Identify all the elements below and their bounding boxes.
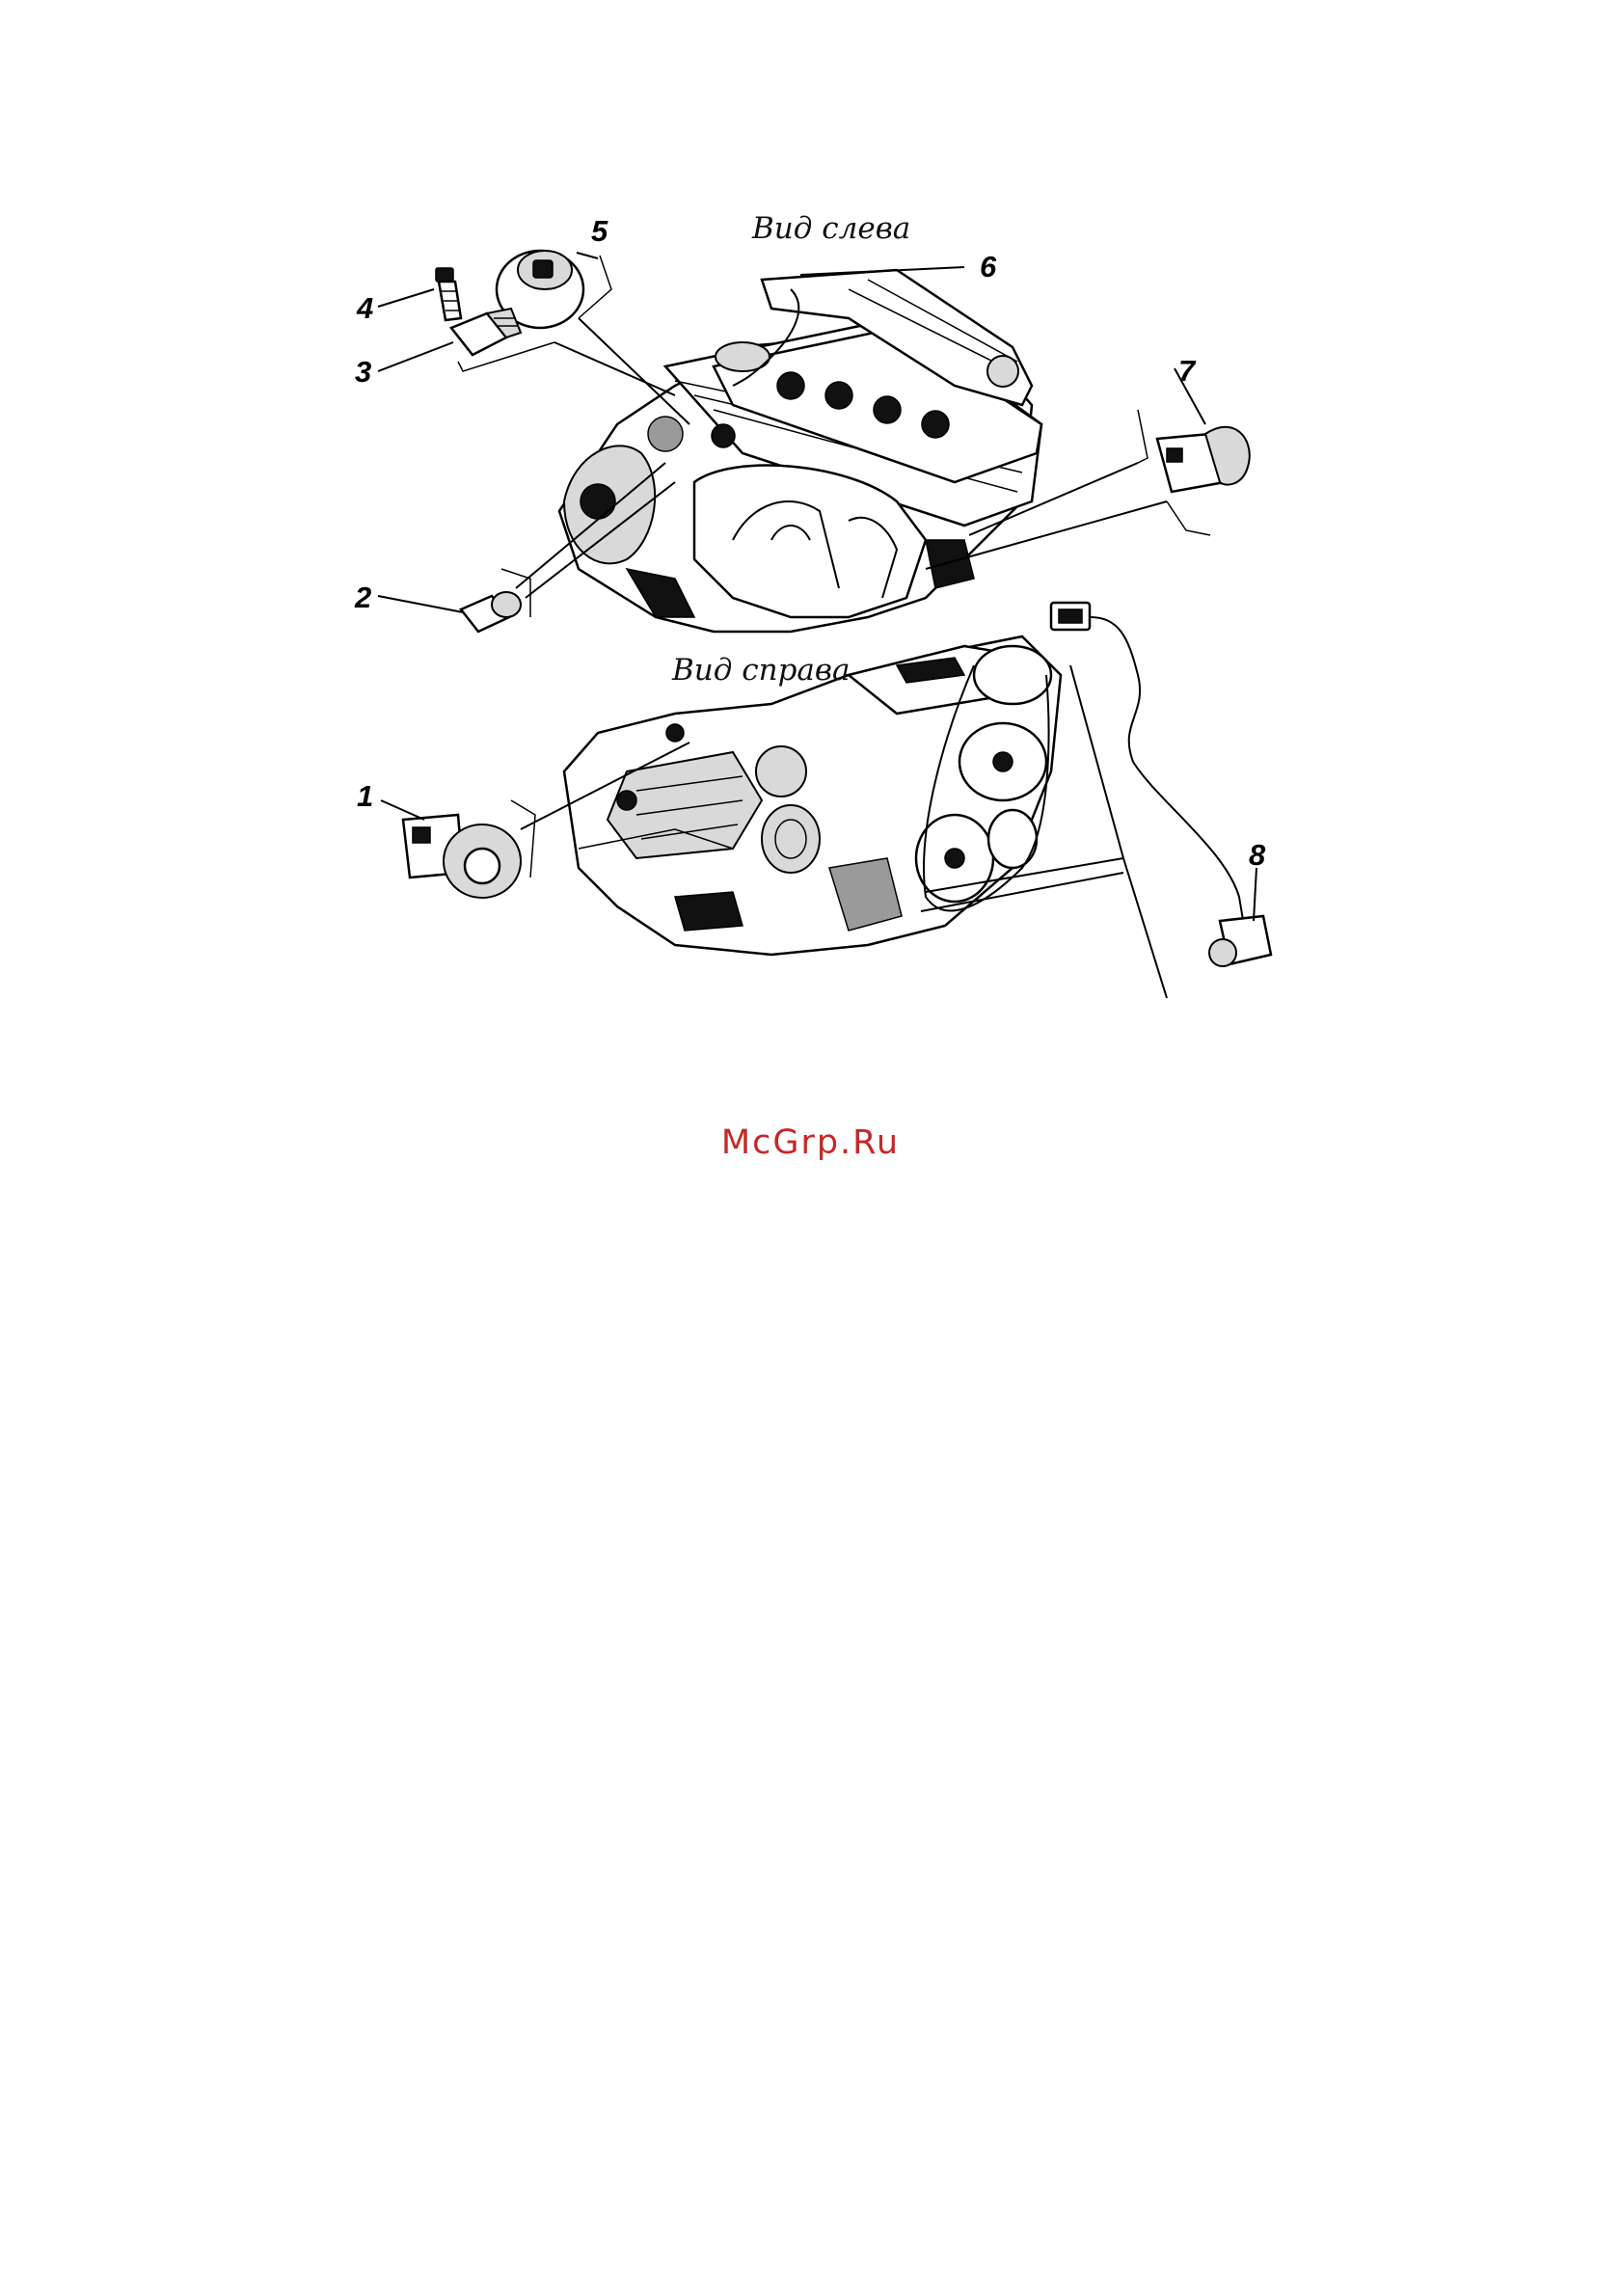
sensor-2 bbox=[461, 592, 521, 632]
view-title-left: Вид слева bbox=[751, 211, 910, 246]
callout-3: 3 bbox=[355, 355, 371, 389]
callout-4: 4 bbox=[356, 291, 373, 325]
sensor-4 bbox=[436, 268, 461, 320]
callout-6: 6 bbox=[980, 250, 997, 284]
sensor-1 bbox=[403, 815, 521, 898]
sensor-7 bbox=[1157, 427, 1250, 492]
callout-7: 7 bbox=[1178, 354, 1197, 388]
callout-5: 5 bbox=[591, 214, 608, 248]
view-title-right: Вид справа bbox=[671, 653, 850, 688]
engine-left-view bbox=[559, 270, 1041, 632]
callout-1: 1 bbox=[357, 779, 373, 813]
callout-2: 2 bbox=[354, 581, 371, 614]
sensor-8 bbox=[1051, 603, 1271, 966]
watermark: McGrp.Ru bbox=[0, 1123, 1621, 1162]
callout-8: 8 bbox=[1249, 838, 1266, 872]
